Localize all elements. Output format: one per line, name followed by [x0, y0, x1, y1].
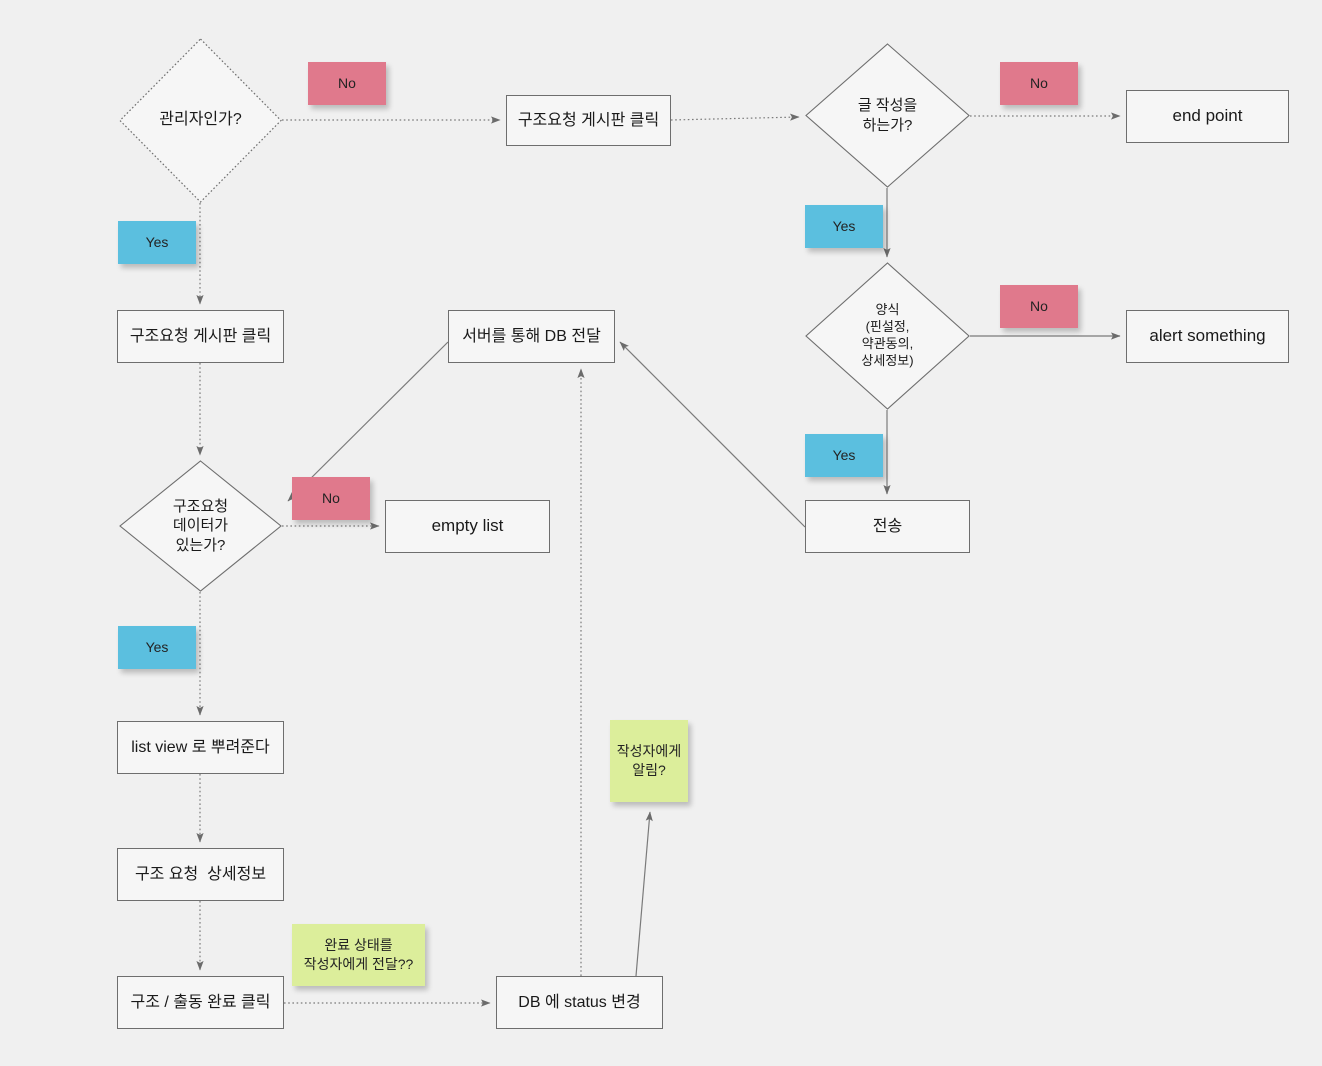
label-no-data: No [292, 477, 370, 520]
process-request-detail[interactable]: 구조 요청 상세정보 [117, 848, 284, 901]
edge-db-note [635, 811, 653, 977]
decision-write-check-label: 글 작성을 하는가? [857, 97, 918, 134]
label-no-admin: No [308, 62, 386, 105]
diamond-shape [119, 38, 282, 203]
decision-form-check[interactable]: 양식 (핀설정, 약관동의, 상세정보) [805, 262, 970, 410]
edge-board1-write [670, 113, 800, 121]
label-no-form: No [1000, 285, 1078, 328]
process-board-click-left[interactable]: 구조요청 게시판 클릭 [117, 310, 284, 363]
decision-admin-check-label: 관리자인가? [159, 111, 242, 129]
label-yes-write: Yes [805, 205, 883, 248]
decision-data-check-label: 구조요청 데이터가 있는가? [172, 497, 229, 554]
label-yes-admin: Yes [118, 221, 196, 264]
process-end-point[interactable]: end point [1126, 90, 1289, 143]
process-alert-something[interactable]: alert something [1126, 310, 1289, 363]
note-notify-author: 작성자에게 알림? [610, 720, 688, 802]
label-yes-form: Yes [805, 434, 883, 477]
process-board-click-top[interactable]: 구조요청 게시판 클릭 [506, 95, 671, 146]
decision-write-check[interactable]: 글 작성을 하는가? [805, 43, 970, 188]
process-list-view[interactable]: list view 로 뿌려준다 [117, 721, 284, 774]
decision-form-check-label: 양식 (핀설정, 약관동의, 상세정보) [861, 302, 914, 368]
process-complete-click[interactable]: 구조 / 출동 완료 클릭 [117, 976, 284, 1029]
process-db-deliver[interactable]: 서버를 통해 DB 전달 [448, 310, 615, 363]
note-complete-status: 완료 상태를 작성자에게 전달?? [292, 924, 425, 986]
process-db-status-change[interactable]: DB 에 status 변경 [496, 976, 663, 1029]
diamond-shape [119, 460, 282, 592]
process-send[interactable]: 전송 [805, 500, 970, 553]
diamond-shape [805, 43, 970, 188]
decision-admin-check[interactable]: 관리자인가? [119, 38, 282, 203]
decision-data-check[interactable]: 구조요청 데이터가 있는가? [119, 460, 282, 592]
process-empty-list[interactable]: empty list [385, 500, 550, 553]
label-yes-data: Yes [118, 626, 196, 669]
diamond-shape [805, 262, 970, 410]
edge-send-deliver [619, 341, 806, 528]
label-no-write: No [1000, 62, 1078, 105]
